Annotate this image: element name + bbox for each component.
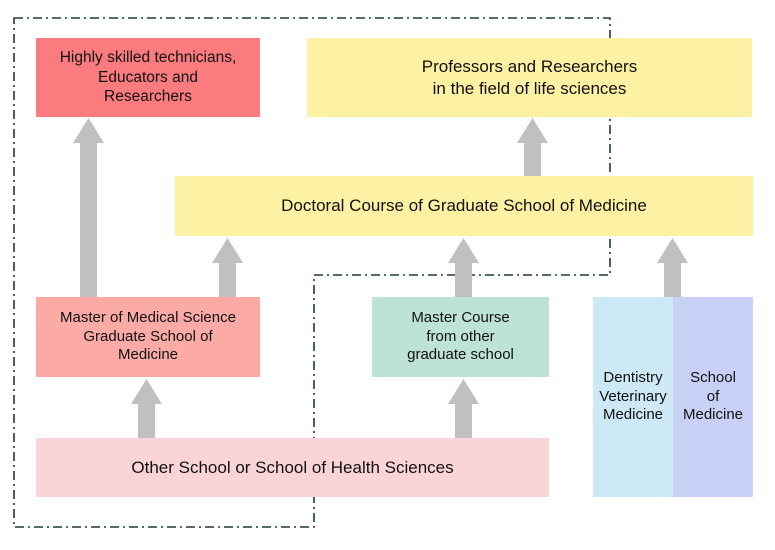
box-master-other-graduate: Master Course from other graduate school — [372, 297, 549, 377]
box-professors-researchers: Professors and Researchers in the field … — [307, 38, 752, 117]
arrow-master-other-to-doctoral — [448, 238, 479, 297]
box-doctoral-course: Doctoral Course of Graduate School of Me… — [175, 176, 753, 236]
arrow-doctoral-to-professors — [517, 118, 548, 176]
arrow-other-to-master-medical — [131, 379, 162, 438]
arrow-master-to-highly — [73, 118, 104, 297]
arrow-medicine-to-doctoral — [657, 238, 688, 297]
box-other-school: Other School or School of Health Science… — [36, 438, 549, 497]
box-dentistry-veterinary: Dentistry Veterinary Medicine — [593, 297, 673, 497]
program-boundary — [13, 17, 611, 528]
box-school-of-medicine: School of Medicine — [673, 297, 753, 497]
box-master-medical-science: Master of Medical Science Graduate Schoo… — [36, 297, 260, 377]
arrow-other-to-master-other — [448, 379, 479, 438]
arrow-master-to-doctoral — [212, 238, 243, 297]
box-highly-skilled: Highly skilled technicians, Educators an… — [36, 38, 260, 117]
